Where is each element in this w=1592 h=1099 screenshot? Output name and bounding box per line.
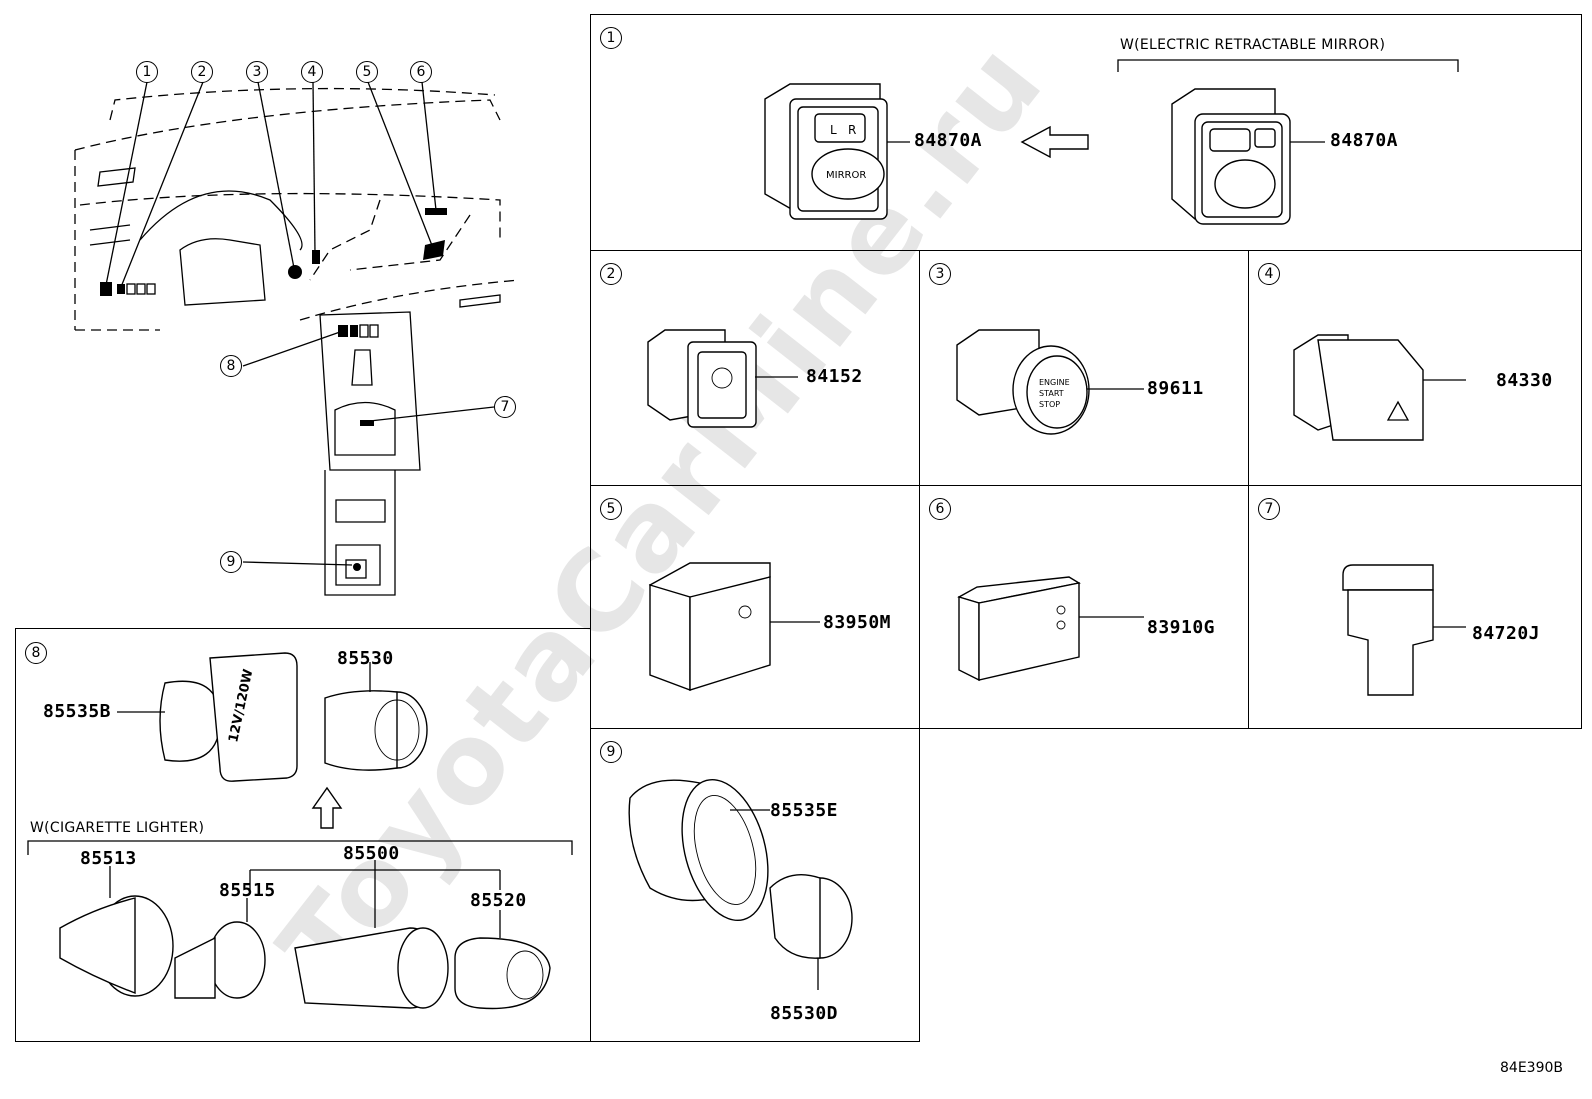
start-button-text-1: ENGINE: [1039, 378, 1070, 387]
panel-7-index: 7: [1258, 498, 1280, 520]
panel-2-part: 84152: [806, 366, 863, 387]
panel-9-part-85530d: 85530D: [770, 1003, 839, 1024]
overview-callout-7: 7: [494, 396, 516, 418]
dashboard-overview-drawing: [74, 81, 521, 596]
panel-8-drawing: 12V/120W: [27, 652, 573, 1010]
overview-callout-2: 2: [191, 61, 213, 83]
panel-7-part: 84720J: [1472, 623, 1541, 644]
panel-5-index: 5: [600, 498, 622, 520]
panel-7: [1248, 485, 1582, 729]
overview-callout-5: 5: [356, 61, 378, 83]
panel-8-part-85500: 85500: [343, 843, 400, 864]
panel-6-index: 6: [929, 498, 951, 520]
panel-9-part-85535e: 85535E: [770, 800, 839, 821]
panel-4-drawing: [1293, 334, 1466, 441]
panel-8-note: W(CIGARETTE LIGHTER): [30, 820, 205, 836]
panel-8-part-85515: 85515: [219, 880, 276, 901]
panel-7-drawing: [1342, 564, 1466, 696]
overview-callout-8: 8: [220, 355, 242, 377]
panel-1-index: 1: [600, 27, 622, 49]
panel-3-index: 3: [929, 263, 951, 285]
panel-6-drawing: [957, 576, 1144, 682]
overview-callout-1: 1: [136, 61, 158, 83]
panel-6-part: 83910G: [1147, 617, 1216, 638]
panel-8-part-85535b: 85535B: [43, 701, 112, 722]
panel-8-index: 8: [25, 642, 47, 664]
panel-3-drawing: ENGINE START STOP: [956, 329, 1144, 435]
panel-8-part-85520: 85520: [470, 890, 527, 911]
overview-callout-9: 9: [220, 551, 242, 573]
panel-8-part-85513: 85513: [80, 848, 137, 869]
panel-4-index: 4: [1258, 263, 1280, 285]
panel-5-part: 83950M: [823, 612, 892, 633]
panel-9-index: 9: [600, 741, 622, 763]
panel-9-drawing: [628, 778, 853, 990]
panel-3-part: 89611: [1147, 378, 1204, 399]
panel-5-drawing: [648, 562, 820, 692]
drawing-code: 84E390B: [1500, 1060, 1563, 1076]
start-button-text-2: START: [1039, 389, 1064, 398]
left-switch-mirror-label: MIRROR: [826, 170, 866, 181]
panel-2-index: 2: [600, 263, 622, 285]
start-button-text-3: STOP: [1039, 400, 1060, 409]
panel-2-drawing: [647, 329, 798, 428]
panel-9: [590, 728, 920, 1042]
panel-1-part-right: 84870A: [1330, 130, 1399, 151]
overview-callout-3: 3: [246, 61, 268, 83]
panel-1-part-left: 84870A: [914, 130, 983, 151]
panel-1-drawing: L R MIRROR: [764, 59, 1459, 225]
overview-callout-6: 6: [410, 61, 432, 83]
overview-callout-4: 4: [301, 61, 323, 83]
left-switch-r-label: R: [848, 123, 856, 137]
panel-8-part-85530: 85530: [337, 648, 394, 669]
panel-4-part: 84330: [1496, 370, 1553, 391]
left-switch-l-label: L: [830, 123, 837, 137]
panel-1-note: W(ELECTRIC RETRACTABLE MIRROR): [1120, 37, 1386, 53]
